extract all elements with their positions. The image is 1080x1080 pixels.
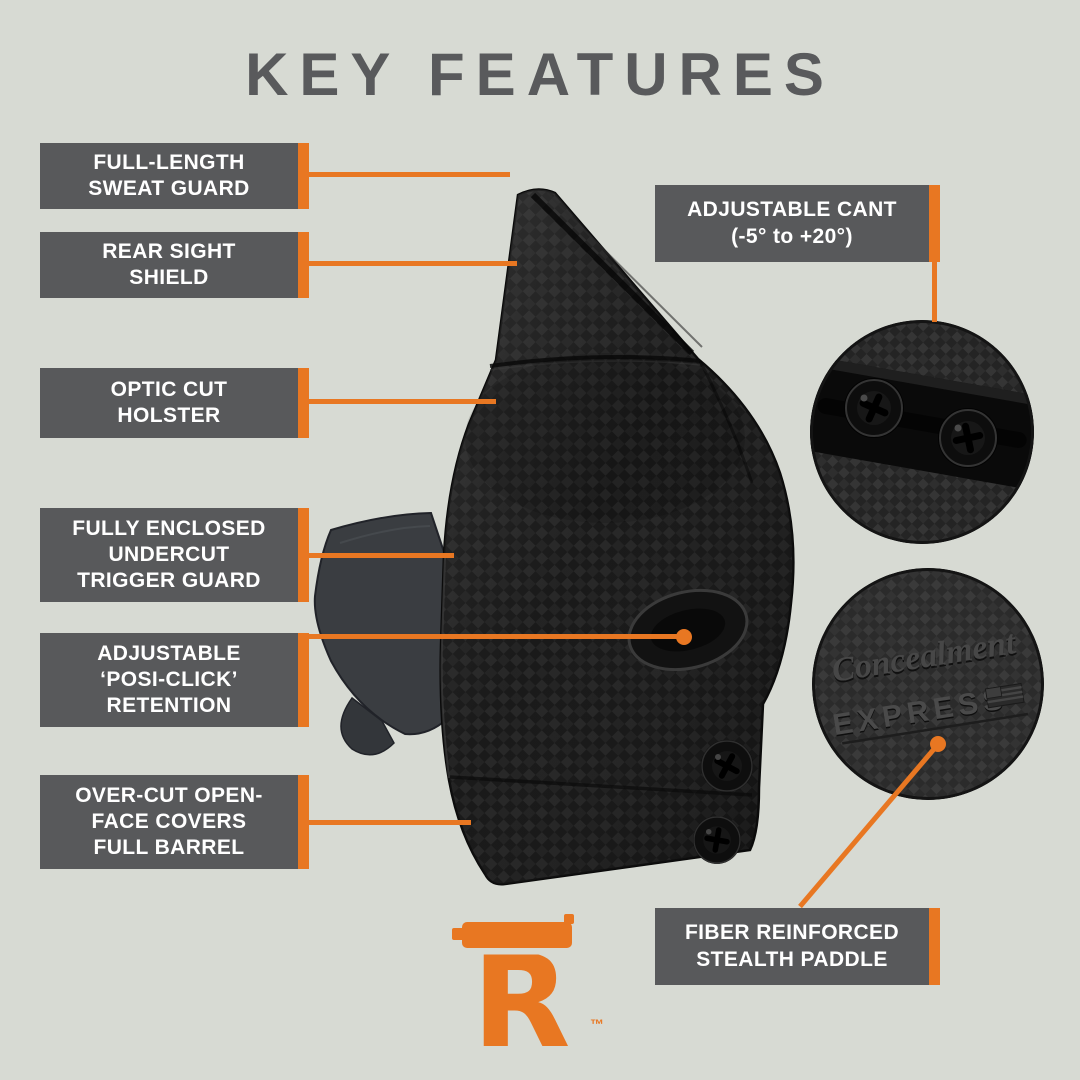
trademark-symbol: ™ [590,1016,604,1032]
usa-flag-icon [984,682,1025,709]
label-line: SHIELD [129,266,209,289]
label-line: FACE COVERS [91,809,247,833]
retention-screw-upper-icon [701,740,753,792]
accent-bar [298,508,309,602]
label-full-length-sweat-guard: FULL-LENGTH SWEAT GUARD [40,143,309,209]
accent-bar [298,143,309,209]
leader-posi-click [308,634,680,639]
leader-sweat-guard [308,172,510,177]
accent-bar [298,775,309,869]
holster-photo [313,188,795,886]
label-rear-sight-shield: REAR SIGHT SHIELD [40,232,309,298]
label-adjustable-cant: ADJUSTABLE CANT (-5° to +20°) [655,185,940,262]
label-line: FIBER REINFORCED [684,921,900,945]
accent-bar [298,368,309,438]
brand-letter: R [472,928,571,1053]
label-line: FULL BARREL [93,836,245,860]
label-line: UNDERCUT [108,542,230,566]
accent-bar [298,232,309,298]
leader-over-cut [308,820,471,825]
page-title: KEY FEATURES [245,41,835,108]
label-fiber-reinforced-paddle: FIBER REINFORCED STEALTH PADDLE [655,908,940,985]
pistol-r-logo-icon: R [452,914,574,1053]
accent-bar [929,185,940,262]
label-optic-cut-holster: OPTIC CUT HOLSTER [40,368,309,438]
leader-posi-click-dot [676,629,692,645]
label-line: ADJUSTABLE [97,641,241,665]
label-line: OVER-CUT OPEN- [75,783,263,807]
label-line: FULL-LENGTH [93,150,245,174]
label-line: ADJUSTABLE CANT [687,198,897,222]
accent-bar [929,908,940,985]
leader-optic-cut [308,399,496,404]
cant-detail-circle [810,320,1034,544]
label-line: HOLSTER [117,404,221,427]
label-line: REAR SIGHT [102,239,236,263]
label-line: TRIGGER GUARD [77,569,261,593]
leader-paddle-dot [930,736,946,752]
label-line: RETENTION [106,694,232,718]
accent-bar [298,633,309,727]
label-over-cut-open-face: OVER-CUT OPEN- FACE COVERS FULL BARREL [40,775,309,869]
leader-trigger-guard [308,553,454,558]
label-line: OPTIC CUT [110,377,228,401]
cant-screw-left-icon [844,378,904,438]
leader-cant-vertical [932,262,937,322]
label-line: SWEAT GUARD [88,177,250,200]
stealth-paddle [313,511,448,736]
leader-rear-sight [308,261,517,266]
label-line: ‘POSI-CLICK’ [100,667,238,691]
label-trigger-guard: FULLY ENCLOSED UNDERCUT TRIGGER GUARD [40,508,309,602]
label-line: (-5° to +20°) [731,224,853,248]
retention-screw-lower-icon [693,816,741,864]
cant-screw-right-icon [938,408,998,468]
label-line: STEALTH PADDLE [696,947,888,971]
label-posi-click-retention: ADJUSTABLE ‘POSI-CLICK’ RETENTION [40,633,309,727]
label-line: FULLY ENCLOSED [72,516,266,540]
paddle-logo-detail-circle: Concealment Concealment EXPRESS EXPRESS [812,568,1044,800]
